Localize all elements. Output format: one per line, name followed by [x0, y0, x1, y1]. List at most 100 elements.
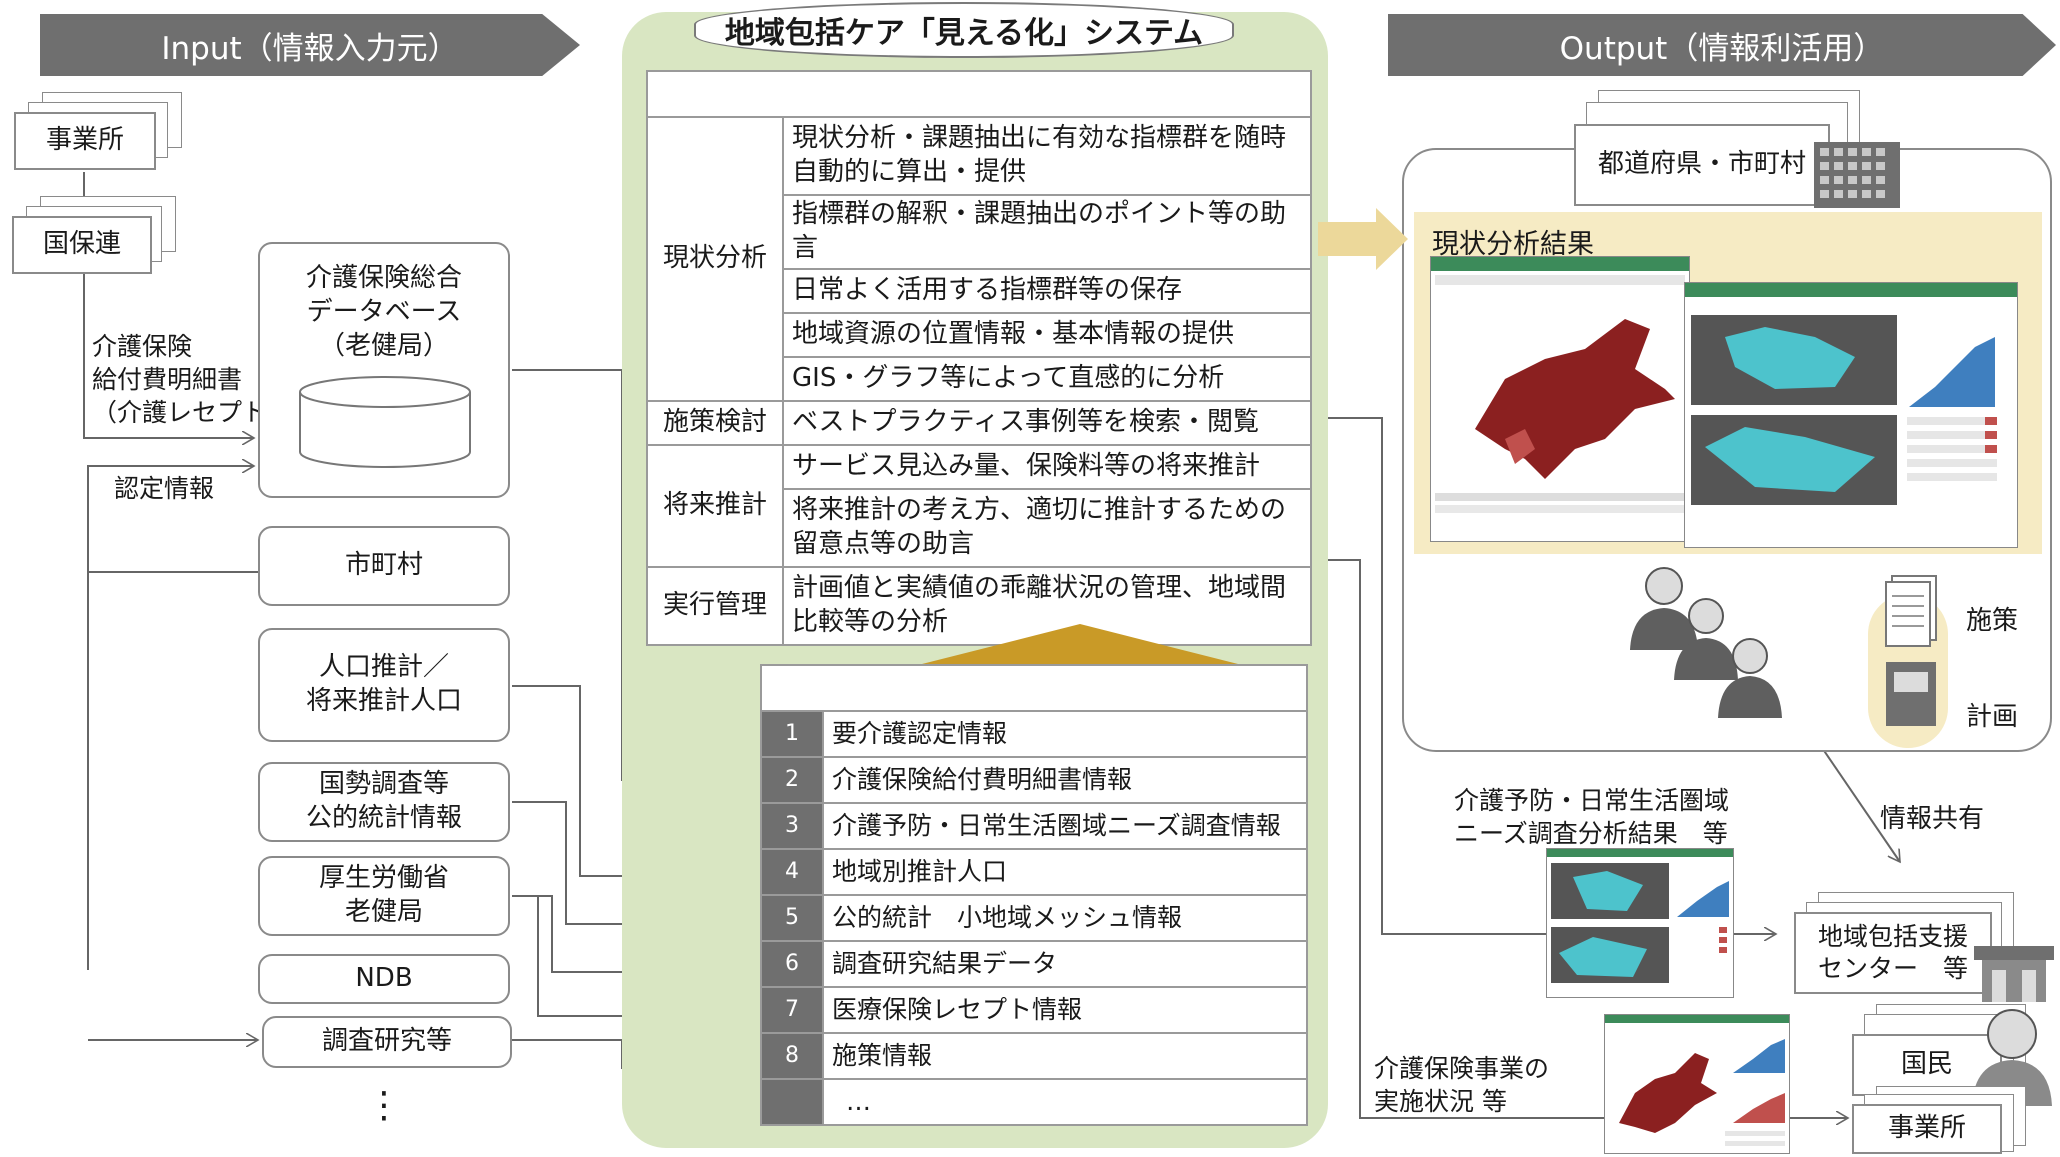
input-banner-label: Input（情報入力元）: [161, 30, 459, 67]
data-item-num: [760, 1078, 824, 1126]
data-item-label: 要介護認定情報: [822, 710, 1308, 758]
census-line1: 国勢調査等: [318, 769, 449, 800]
screenshot-thumb-charts: [1684, 282, 2018, 548]
document-icon: [1885, 575, 1937, 647]
data-items-header: データ項目 大分類: [760, 664, 1308, 712]
data-item-num: 8: [760, 1032, 824, 1080]
hokkaido-map-red: [1475, 319, 1675, 479]
policy-label: 施策: [1966, 606, 2019, 636]
function-table-header: システム機能: [646, 70, 1312, 118]
data-item-num: 2: [760, 756, 824, 804]
function-row: 日常よく活用する指標群等の保存: [782, 267, 1312, 314]
output-wide-arrow: [1318, 208, 1408, 270]
output-banner: Output（情報利活用）: [1388, 14, 2056, 76]
research-box: 調査研究等: [262, 1016, 512, 1068]
data-item-label: 医療保険レセプト情報: [822, 986, 1308, 1034]
needs-survey-label: 介護予防・日常生活圏域 ニーズ調査分析結果 等: [1454, 784, 1729, 850]
function-row: GIS・グラフ等によって直感的に分析: [782, 355, 1312, 402]
ndb-box: NDB: [258, 954, 510, 1004]
function-row: サービス見込み量、保険料等の将来推計: [782, 443, 1312, 490]
prefecture-label: 都道府県・市町村: [1597, 149, 1806, 180]
db-line2: データベース: [306, 296, 462, 327]
input-banner: Input（情報入力元）: [40, 14, 580, 76]
shichoson-label: 市町村: [344, 550, 423, 581]
needs-thumb-graphics: [1551, 863, 1729, 983]
screenshot-thumb-needs: [1546, 848, 1734, 998]
data-item-num: 5: [760, 894, 824, 942]
db-line1: 介護保険総合: [305, 263, 462, 293]
info-share-label: 情報共有: [1880, 804, 1985, 834]
jigyosho-box: 事業所: [14, 112, 156, 170]
kokuhoren-box: 国保連: [12, 216, 152, 274]
function-row: ベストプラクティス事例等を検索・閲覧: [782, 399, 1312, 446]
dashboard-graphics: [1691, 315, 1997, 505]
flow-claims-line1: 介護保険: [92, 332, 193, 361]
population-line2: 将来推計人口: [305, 686, 462, 716]
needs-line2: ニーズ調査分析結果 等: [1454, 819, 1728, 848]
data-item-label: 地域別推計人口: [822, 848, 1308, 896]
data-item-label: …: [822, 1078, 1308, 1126]
data-item-num: 6: [760, 940, 824, 988]
kokuhoren-label: 国保連: [42, 229, 121, 260]
function-row: 計画値と実績値の乖離状況の管理、地域間比較等の分析: [782, 565, 1312, 646]
center-line2: センター 等: [1817, 954, 1968, 983]
center-line1: 地域包括支援: [1817, 921, 1968, 951]
system-title: 地域包括ケア「見える化」システム: [724, 16, 1204, 51]
plan-label: 計画: [1966, 702, 2019, 732]
data-item-label: 介護予防・日常生活圏域ニーズ調査情報: [822, 802, 1308, 850]
research-label: 調査研究等: [321, 1026, 452, 1057]
jigyosho-label: 事業所: [45, 125, 124, 156]
cat-policy: 施策検討: [646, 399, 784, 446]
data-item-num: 7: [760, 986, 824, 1034]
census-line2: 公的統計情報: [305, 803, 462, 833]
data-item-num: 1: [760, 710, 824, 758]
office-right-label: 事業所: [1887, 1113, 1966, 1144]
binder-icon: [1886, 662, 1936, 726]
cat-future: 将来推計: [646, 443, 784, 568]
mhlw-line2: 老健局: [344, 897, 423, 927]
data-item-row: …: [760, 1078, 1308, 1126]
population-line1: 人口推計／: [318, 652, 449, 683]
office-right-box: 事業所: [1852, 1104, 2002, 1154]
screenshot-thumb-map: [1430, 256, 1690, 542]
center-box: 地域包括支援 センター 等: [1794, 912, 1992, 994]
building-icon: [1814, 142, 1900, 208]
citizen-label: 国民: [1900, 1049, 1953, 1080]
status-line2: 実施状況 等: [1374, 1087, 1507, 1116]
cat-exec: 実行管理: [646, 565, 784, 646]
database-cylinder-icon: [299, 376, 471, 468]
function-table: システム機能 現状分析 現状分析・課題抽出に有効な指標群を随時自動的に算出・提供…: [646, 70, 1312, 646]
function-row: 地域資源の位置情報・基本情報の提供: [782, 311, 1312, 358]
function-row: 指標群の解釈・課題抽出のポイント等の助言: [782, 194, 1312, 270]
system-title-box: 地域包括ケア「見える化」システム: [694, 2, 1234, 58]
flow-cert-label: 認定情報: [114, 474, 215, 503]
data-item-label: 介護保険給付費明細書情報: [822, 756, 1308, 804]
population-box: 人口推計／ 将来推計人口: [258, 628, 510, 742]
data-item-label: 施策情報: [822, 1032, 1308, 1080]
data-item-num: 4: [760, 848, 824, 896]
status-thumb-graphics: [1619, 1039, 1785, 1146]
census-box: 国勢調査等 公的統計情報: [258, 762, 510, 842]
function-row: 将来推計の考え方、適切に推計するための留意点等の助言: [782, 487, 1312, 568]
status-label: 介護保険事業の 実施状況 等: [1374, 1052, 1549, 1118]
output-banner-label: Output（情報利活用）: [1559, 30, 1885, 67]
prefecture-box: 都道府県・市町村: [1574, 124, 1830, 206]
data-item-label: 公的統計 小地域メッシュ情報: [822, 894, 1308, 942]
kaigo-database-title: 介護保険総合 データベース （老健局）: [306, 262, 462, 363]
needs-line1: 介護予防・日常生活圏域: [1454, 786, 1730, 815]
data-item-label: 調査研究結果データ: [822, 940, 1308, 988]
ndb-label: NDB: [355, 963, 413, 994]
shichoson-box: 市町村: [258, 526, 510, 606]
db-line3: （老健局）: [318, 330, 449, 361]
more-ellipsis: ⋮: [366, 1085, 402, 1126]
people-icon: [1630, 567, 1782, 718]
flow-claims-line2: 給付費明細書: [92, 365, 243, 394]
facility-icon: [1974, 946, 2054, 1002]
status-line1: 介護保険事業の: [1374, 1054, 1550, 1083]
